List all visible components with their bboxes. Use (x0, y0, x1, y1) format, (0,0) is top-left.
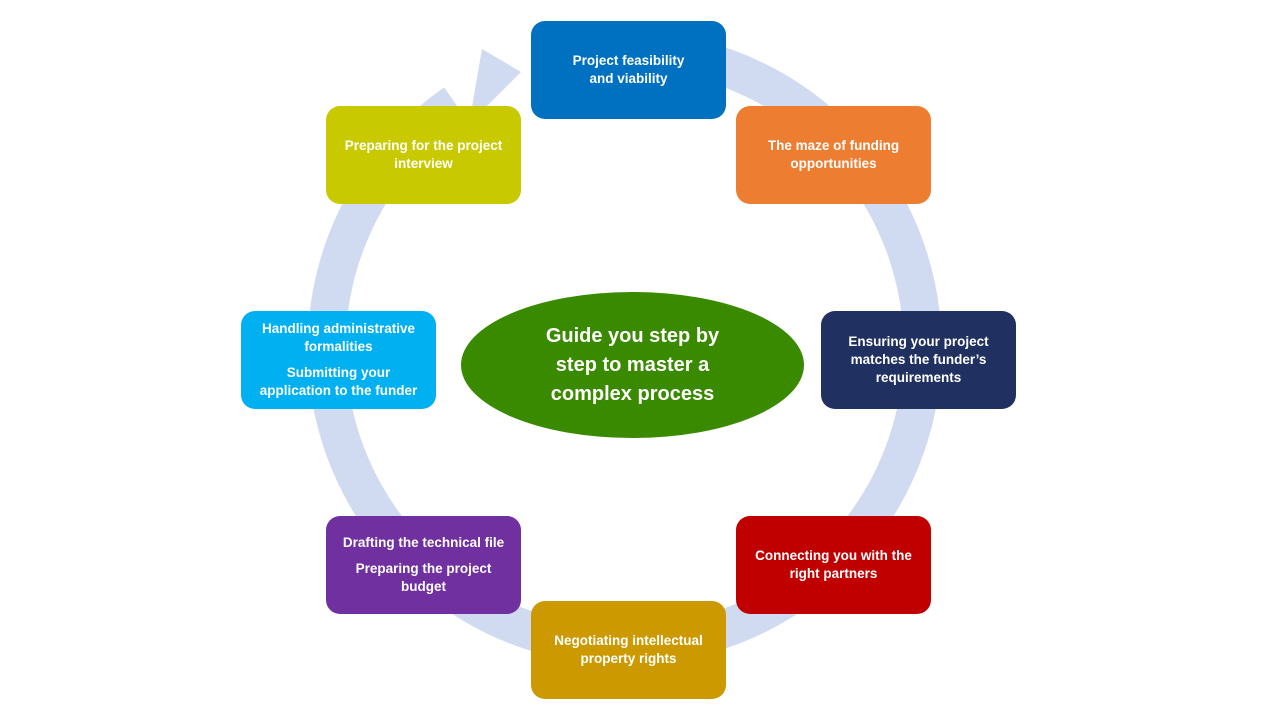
step-text: interview (394, 156, 453, 171)
step-text: requirements (875, 370, 962, 385)
step-technical-file: Drafting the technical file Preparing th… (326, 516, 521, 614)
step-project-interview: Preparing for the project interview (326, 106, 521, 204)
step-funding-maze: The maze of funding opportunities (736, 106, 931, 204)
step-text: The maze of funding (767, 138, 900, 153)
step-text: property rights (580, 651, 677, 666)
center-text-line: step to master a (555, 353, 710, 376)
step-text: application to the funder (259, 383, 418, 398)
center-text-line: complex process (550, 382, 715, 405)
step-intellectual-property: Negotiating intellectual property rights (531, 601, 726, 699)
step-text: budget (401, 579, 446, 594)
step-text: Connecting you with the (755, 548, 912, 563)
step-text: Ensuring your project (848, 334, 989, 349)
step-text: right partners (789, 566, 878, 581)
step-text: Preparing the project (355, 561, 492, 576)
step-text: Drafting the technical file (342, 535, 505, 550)
center-ellipse: Guide you step by step to master a compl… (461, 292, 804, 438)
step-funder-requirements: Ensuring your project matches the funder… (821, 311, 1016, 409)
step-administrative: Handling administrative formalities Subm… (241, 311, 436, 409)
step-text: and viability (589, 71, 668, 86)
step-text: matches the funder’s (850, 352, 987, 367)
step-text: Handling administrative (261, 321, 416, 336)
step-text: Project feasibility (572, 53, 685, 68)
cycle-arrow-head (469, 49, 521, 124)
step-text: formalities (304, 339, 373, 354)
step-text: Submitting your (286, 365, 391, 380)
step-text: opportunities (790, 156, 877, 171)
step-feasibility: Project feasibility and viability (531, 21, 726, 119)
step-partners: Connecting you with the right partners (736, 516, 931, 614)
step-text: Negotiating intellectual (554, 633, 703, 648)
center-text-line: Guide you step by (545, 324, 720, 347)
step-text: Preparing for the project (344, 138, 503, 153)
